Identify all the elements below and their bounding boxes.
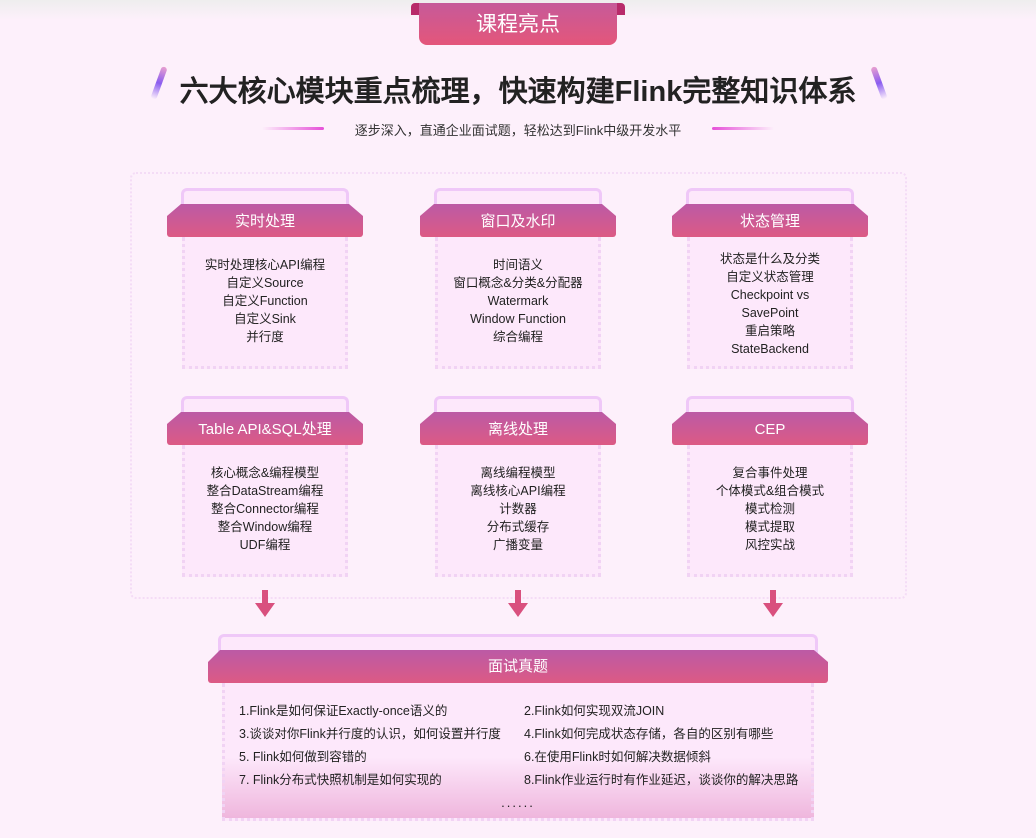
divider (262, 127, 324, 130)
card-tab (181, 396, 349, 416)
question: 2.Flink如何实现双流JOIN (524, 704, 665, 718)
page-title: 六大核心模块重点梳理，快速构建Flink完整知识体系 (179, 76, 857, 108)
arrow-down-icon (255, 590, 275, 620)
module-item: 自定义Sink (234, 312, 296, 326)
module-title: Table API&SQL处理 (167, 412, 363, 445)
module-item: Watermark (487, 294, 549, 308)
card-tab (181, 188, 349, 208)
module-item: 广播变量 (492, 538, 543, 552)
question: 6.在使用Flink时如何解决数据倾斜 (524, 750, 711, 764)
module-item: 模式提取 (744, 520, 795, 534)
card-tab (686, 396, 854, 416)
module-item: 模式检测 (744, 502, 795, 516)
card-tab (686, 188, 854, 208)
subtitle: 逐步深入，直通企业面试题，轻松达到Flink中级开发水平 (354, 123, 682, 138)
module-item: 自定义Source (226, 276, 304, 290)
module-item: 计数器 (499, 502, 537, 516)
module-title: 状态管理 (672, 204, 868, 237)
module-item: 窗口概念&分类&分配器 (453, 276, 583, 290)
interview-body: 1.Flink是如何保证Exactly-once语义的 2.Flink如何实现双… (222, 683, 814, 821)
module-item: 分布式缓存 (486, 520, 550, 534)
module-item: 综合编程 (492, 330, 543, 344)
module-item: 整合Connector编程 (211, 502, 319, 516)
module-title: 离线处理 (420, 412, 616, 445)
module-item: 风控实战 (744, 538, 795, 552)
module-body: 实时处理核心API编程自定义Source 自定义Function 自定义Sink 并行… (182, 237, 348, 369)
module-item: 个体模式&组合模式 (715, 484, 825, 498)
module-item: StateBackend (731, 342, 809, 356)
module-title: 窗口及水印 (420, 204, 616, 237)
module-item: 并行度 (246, 330, 284, 344)
more-ellipsis: ...... (501, 795, 535, 810)
module-item: 离线核心API编程 (470, 484, 566, 498)
module-item: SavePoint (741, 306, 799, 320)
module-item: 核心概念&编程模型 (210, 466, 320, 480)
module-item: 离线编程模型 (480, 466, 556, 480)
arrow-down-icon (508, 590, 528, 620)
question: 3.谈谈对你Flink并行度的认识，如何设置并行度 (239, 727, 501, 741)
module-item: Checkpoint vs (730, 288, 810, 302)
question: 7. Flink分布式快照机制是如何实现的 (239, 773, 442, 787)
module-item: 自定义Function (222, 294, 308, 308)
divider (712, 127, 774, 130)
card-tab (434, 396, 602, 416)
module-item: Window Function (470, 312, 566, 326)
module-item: 自定义状态管理 (726, 270, 814, 284)
card-tab (434, 188, 602, 208)
question: 4.Flink如何完成状态存储，各自的区别有哪些 (524, 727, 774, 741)
question: 5. Flink如何做到容错的 (239, 750, 367, 764)
module-item: 整合Window编程 (217, 520, 313, 534)
module-title: CEP (672, 412, 868, 445)
question: 1.Flink是如何保证Exactly-once语义的 (239, 704, 448, 718)
question: 8.Flink作业运行时有作业延迟，谈谈你的解决思路 (524, 773, 799, 787)
interview-title: 面试真题 (208, 650, 828, 683)
module-body: 核心概念&编程模型整合DataStream编程整合Connector编程整合Wi… (182, 445, 348, 577)
module-item: 时间语义 (492, 258, 543, 272)
module-body: 离线编程模型离线核心API编程计数器分布式缓存广播变量 (435, 445, 601, 577)
interview-tab (218, 634, 818, 654)
arrow-down-icon (763, 590, 783, 620)
module-item: 实时处理核心API编程 (204, 258, 326, 272)
module-item: UDF编程 (239, 538, 291, 552)
module-body: 复合事件处理个体模式&组合模式模式检测模式提取风控实战 (687, 445, 853, 577)
section-badge: 课程亮点 (411, 3, 625, 45)
module-body: 状态是什么及分类自定义状态管理 Checkpoint vs SavePoint 重启策… (687, 237, 853, 369)
module-item: 重启策略 (744, 324, 795, 338)
module-title: 实时处理 (167, 204, 363, 237)
module-item: 整合DataStream编程 (206, 484, 324, 498)
module-item: 状态是什么及分类 (719, 252, 820, 266)
module-item: 复合事件处理 (732, 466, 808, 480)
